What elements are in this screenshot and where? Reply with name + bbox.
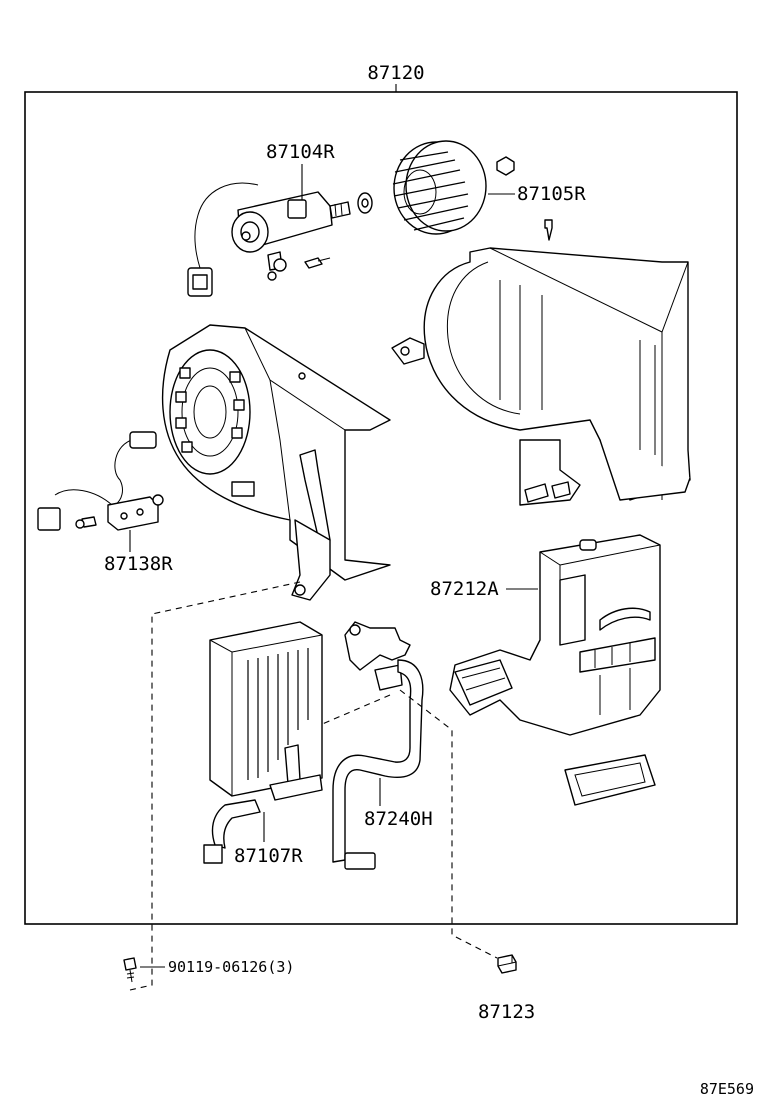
heater-core-label[interactable]: 87107R: [234, 845, 303, 867]
heater-core[interactable]: [203, 621, 323, 864]
clip[interactable]: [497, 954, 517, 974]
lower-blower-case[interactable]: [161, 324, 391, 601]
screw-label[interactable]: 90119-06126(3): [168, 958, 294, 976]
figure-code: 87E569: [700, 1080, 754, 1098]
clip-label[interactable]: 87123: [478, 1001, 535, 1023]
assembly-label[interactable]: 87120: [367, 62, 424, 84]
resistor-label[interactable]: 87138R: [104, 553, 173, 575]
upper-blower-case[interactable]: [391, 247, 691, 506]
assembly-frame: [24, 91, 738, 925]
case-cover[interactable]: [449, 534, 661, 806]
blower-motor[interactable]: [187, 182, 373, 297]
case-cover-label[interactable]: 87212A: [430, 578, 499, 600]
clip-location-line: [399, 689, 498, 959]
hose[interactable]: [332, 621, 424, 870]
resistor[interactable]: [37, 431, 164, 531]
screw[interactable]: [123, 957, 137, 983]
hose-joint-line: [319, 694, 391, 726]
screw-location-line: [129, 581, 301, 991]
blower-fan-label[interactable]: 87105R: [517, 183, 586, 205]
hose-label[interactable]: 87240H: [364, 808, 433, 830]
blower-fan[interactable]: [392, 140, 553, 241]
blower-motor-label[interactable]: 87104R: [266, 141, 335, 163]
